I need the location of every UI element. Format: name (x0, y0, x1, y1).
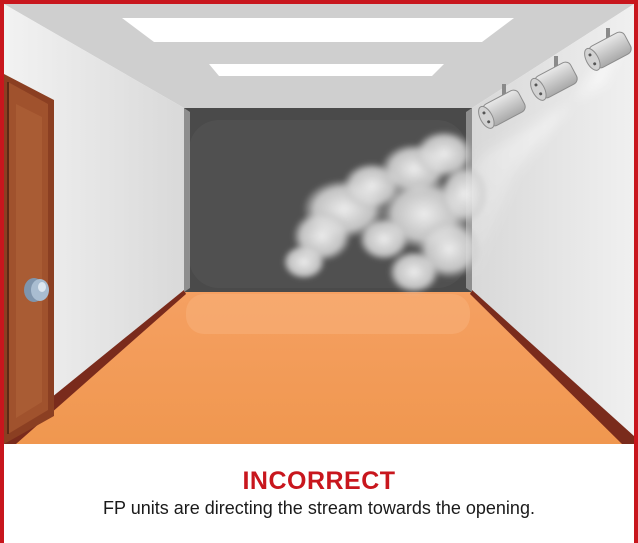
room-scene (4, 4, 634, 444)
ceiling-light-icon (209, 64, 444, 76)
caption: INCORRECT FP units are directing the str… (4, 466, 634, 520)
door-knob-icon (24, 278, 49, 302)
ceiling-light-icon (122, 18, 514, 42)
description-text: FP units are directing the stream toward… (4, 496, 634, 520)
door-icon (4, 74, 54, 444)
verdict-label: INCORRECT (4, 466, 634, 496)
